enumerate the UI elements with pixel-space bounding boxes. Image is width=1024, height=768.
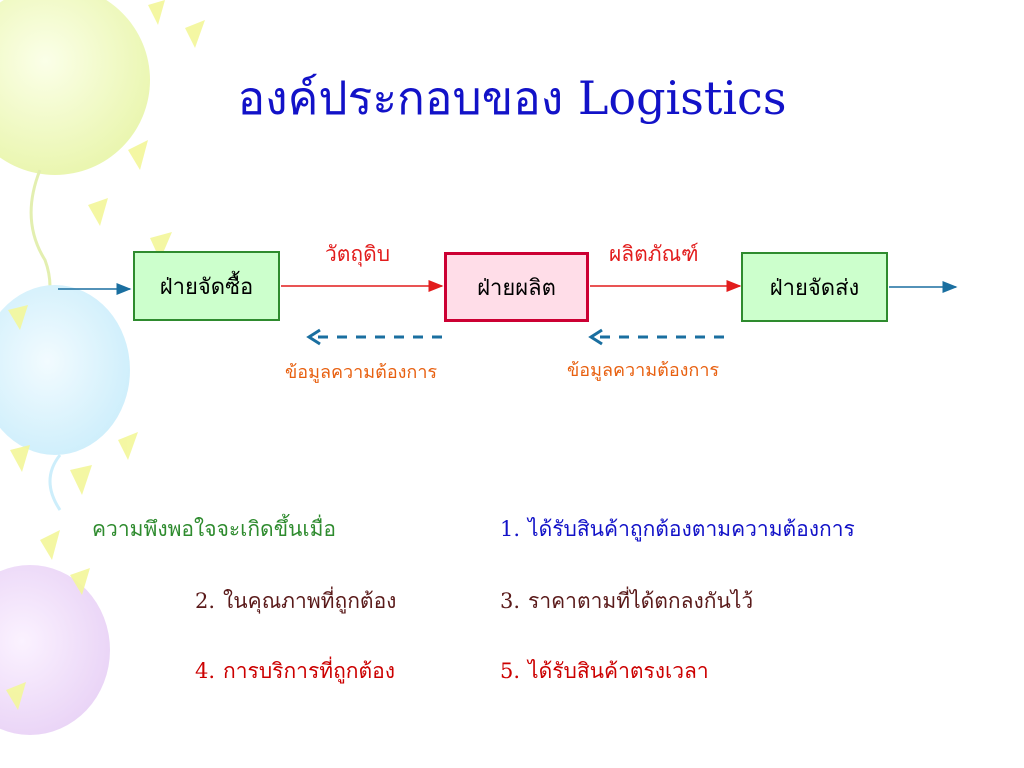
criteria-item-4-num: 4. — [195, 659, 216, 683]
criteria-item-5-text: ได้รับสินค้าตรงเวลา — [528, 659, 709, 683]
criteria-intro: ความพึงพอใจจะเกิดขึ้นเมื่อ — [92, 517, 337, 541]
criteria-item-5: 5. ได้รับสินค้าตรงเวลา — [500, 655, 709, 688]
raw-material-label: วัตถุดิบ — [325, 242, 391, 266]
demand-info-label-right: ข้อมูลความต้องการ — [567, 360, 720, 381]
delivery-label: ฝ่ายจัดส่ง — [769, 275, 860, 301]
production-label: ฝ่ายผลิต — [477, 275, 556, 301]
criteria-item-1-text: ได้รับสินค้าถูกต้องตามความต้องการ — [528, 517, 855, 541]
info-arrow-left — [306, 328, 445, 346]
criteria-item-2: 2. ในคุณภาพที่ถูกต้อง — [195, 585, 396, 618]
criteria-item-2-num: 2. — [195, 589, 216, 613]
criteria-item-3: 3. ราคาตามที่ได้ตกลงกันไว้ — [500, 585, 753, 618]
product-label: ผลิตภัณฑ์ — [609, 242, 699, 266]
purchasing-box: ฝ่ายจัดซื้อ — [133, 251, 280, 321]
purple-balloon — [0, 565, 110, 735]
info-arrow-right — [588, 328, 727, 346]
criteria-item-3-num: 3. — [500, 589, 521, 613]
criteria-item-5-num: 5. — [500, 659, 521, 683]
confetti-decoration — [6, 0, 205, 710]
criteria-item-1: 1. ได้รับสินค้าถูกต้องตามความต้องการ — [500, 513, 855, 546]
criteria-item-2-text: ในคุณภาพที่ถูกต้อง — [223, 589, 397, 613]
delivery-box: ฝ่ายจัดส่ง — [741, 252, 888, 322]
demand-info-label-left: ข้อมูลความต้องการ — [285, 362, 438, 383]
criteria-item-1-num: 1. — [500, 517, 521, 541]
production-box: ฝ่ายผลิต — [444, 252, 589, 322]
page-title: องค์ประกอบของ Logistics — [237, 71, 787, 125]
purchasing-label: ฝ่ายจัดซื้อ — [159, 274, 254, 300]
criteria-item-3-text: ราคาตามที่ได้ตกลงกันไว้ — [528, 589, 754, 613]
criteria-item-4: 4. การบริการที่ถูกต้อง — [195, 655, 395, 688]
criteria-item-4-text: การบริการที่ถูกต้อง — [223, 659, 396, 683]
yellow-balloon — [0, 0, 150, 175]
blue-balloon — [0, 285, 130, 455]
